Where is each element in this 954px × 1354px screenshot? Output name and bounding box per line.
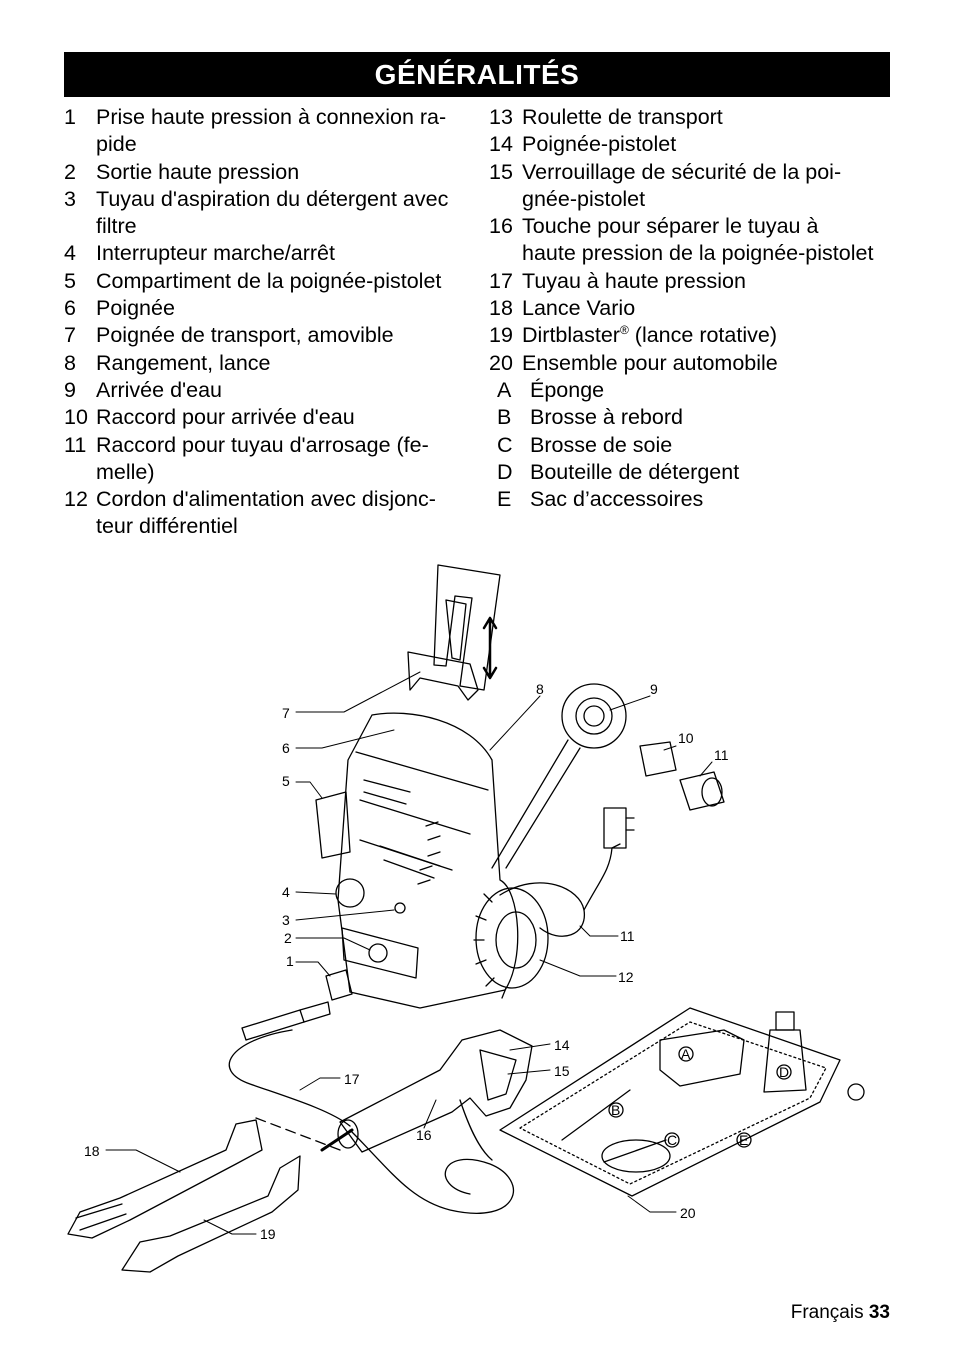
- callout-20: 20: [680, 1205, 696, 1221]
- callout-18: 18: [84, 1143, 100, 1159]
- wheel: [475, 887, 549, 989]
- callout-1: 1: [286, 953, 294, 969]
- spray-gun: [339, 1029, 533, 1153]
- callout-15: 15: [554, 1063, 570, 1079]
- callout-C: C: [667, 1132, 677, 1148]
- callout-4: 4: [282, 884, 290, 900]
- callout-labels: 7 6 5 4 3 2 1 8 9 10 11 11 12 14 15 16 1…: [84, 681, 789, 1242]
- diagram-svg: 7 6 5 4 3 2 1 8 9 10 11 11 12 14 15 16 1…: [67, 564, 865, 1273]
- handle-shape: [433, 564, 501, 691]
- callout-11b: 11: [620, 928, 635, 944]
- callout-6: 6: [282, 740, 290, 756]
- callout-12: 12: [618, 969, 634, 985]
- callout-5: 5: [282, 773, 290, 789]
- callout-7: 7: [282, 705, 290, 721]
- page-number: 33: [868, 1302, 890, 1323]
- section-title: GÉNÉRALITÉS: [64, 52, 890, 97]
- callout-2: 2: [284, 930, 292, 946]
- machine-body: [337, 712, 519, 1009]
- page-footer: Français 33: [791, 1302, 890, 1324]
- pressure-washer-diagram: 7 6 5 4 3 2 1 8 9 10 11 11 12 14 15 16 1…: [0, 548, 954, 1288]
- callout-9: 9: [650, 681, 658, 697]
- callout-19: 19: [260, 1226, 276, 1242]
- callout-D: D: [779, 1064, 789, 1080]
- callout-E: E: [739, 1132, 748, 1148]
- callout-A: A: [681, 1046, 691, 1062]
- callout-3: 3: [282, 912, 290, 928]
- footer-language: Français: [790, 1302, 864, 1323]
- callout-14: 14: [554, 1037, 570, 1053]
- hose: [228, 1029, 351, 1127]
- accessory-mat: [499, 1007, 841, 1197]
- callout-8: 8: [536, 681, 544, 697]
- callout-16: 16: [416, 1127, 432, 1143]
- dirtblaster-lance: [121, 1155, 301, 1273]
- callout-17: 17: [344, 1071, 360, 1087]
- vario-lance: [67, 1119, 263, 1239]
- callout-11a: 11: [714, 747, 729, 763]
- callout-10: 10: [678, 730, 694, 746]
- callout-B: B: [611, 1102, 620, 1118]
